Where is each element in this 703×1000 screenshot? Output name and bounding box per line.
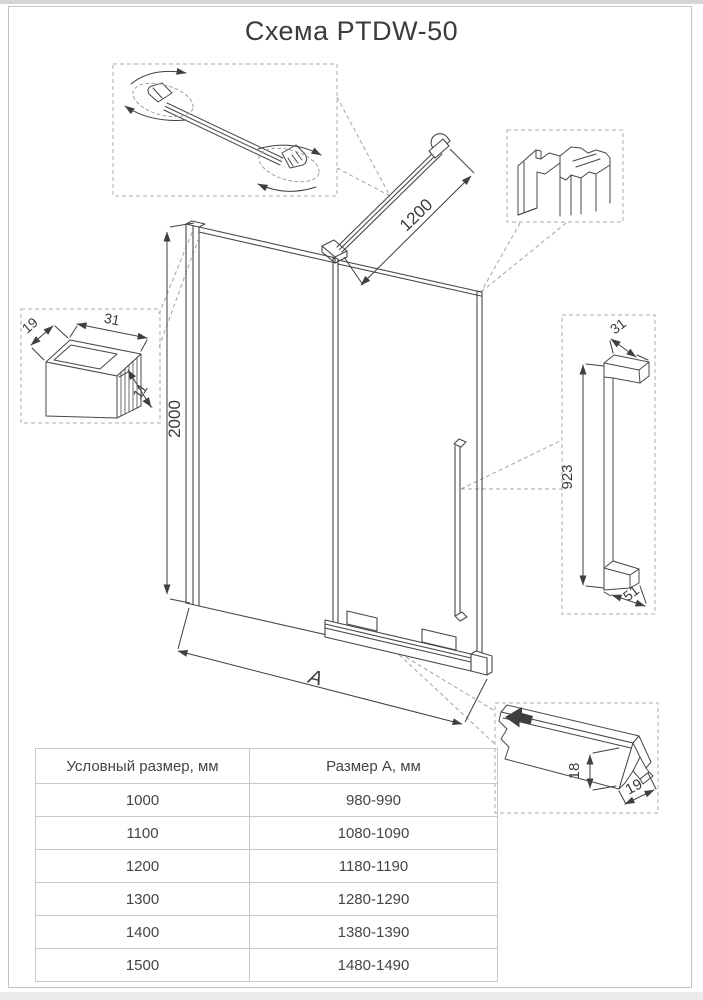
wall-profile (185, 220, 206, 607)
wall-profile-width-label: 31 (103, 310, 122, 329)
dim-bar-label: 1200 (396, 195, 436, 235)
wall-profile-detail-box (20, 308, 161, 424)
nominal-size-value: 1200 (35, 849, 250, 883)
table-row: 1200 1180-1190 (35, 849, 498, 883)
dim-height-label: 2000 (165, 400, 184, 438)
page-top-edge (0, 0, 703, 4)
size-a-value: 1480-1490 (249, 948, 498, 982)
support-bar-detail-box (112, 63, 338, 197)
handle-top-width-label: 31 (607, 315, 629, 337)
size-table: Условный размер, мм Размер А, мм 1000 98… (35, 748, 498, 982)
page-border-frame (8, 6, 692, 988)
table-row: 1400 1380-1390 (35, 915, 498, 949)
table-row: 1100 1080-1090 (35, 816, 498, 850)
door-handle (453, 438, 468, 622)
rail-dims (586, 747, 657, 805)
main-dimension-labels: 2000 1200 A (165, 195, 436, 690)
bottom-rail (324, 610, 493, 676)
size-a-value: 1180-1190 (249, 849, 498, 883)
wall-profile-depth-label: 19 (19, 314, 41, 336)
page-bottom-edge (0, 992, 703, 1000)
nominal-size-value: 1500 (35, 948, 250, 982)
main-dimensions (163, 148, 488, 726)
handle-detail: 31 923 51 (559, 315, 650, 607)
nominal-size-value: 1400 (35, 915, 250, 949)
fixed-glass-panel (198, 226, 339, 639)
table-header-nominal-size: Условный размер, мм (35, 748, 250, 784)
main-assembly-drawing (185, 133, 493, 676)
wall-profile-section-detail: 19 31 11 (19, 310, 153, 419)
table-row: 1000 980-990 (35, 783, 498, 817)
size-a-value: 1280-1290 (249, 882, 498, 916)
detail-leader-lines (158, 96, 567, 745)
bottom-rail-detail: 18 19 (498, 704, 657, 805)
dim-width-label: A (305, 666, 324, 691)
page-title: Схема PTDW-50 (244, 16, 459, 46)
nominal-size-value: 1100 (35, 816, 250, 850)
seal-profile-detail (517, 146, 611, 217)
support-bar (321, 133, 451, 264)
nominal-size-value: 1000 (35, 783, 250, 817)
handle-length-label: 923 (559, 464, 576, 489)
nominal-size-value: 1300 (35, 882, 250, 916)
support-bar-rotation-detail (124, 67, 322, 192)
table-row: 1500 1480-1490 (35, 948, 498, 982)
handle-dims (579, 338, 649, 607)
seal-profile-detail-box (506, 129, 624, 223)
rail-guide-block (346, 610, 378, 632)
rotation-arrows (124, 67, 322, 192)
size-a-value: 980-990 (249, 783, 498, 817)
rail-depth-label: 19 (623, 776, 646, 799)
size-a-value: 1380-1390 (249, 915, 498, 949)
table-row: 1300 1280-1290 (35, 882, 498, 916)
rail-height-label: 18 (566, 763, 583, 780)
table-header-size-a: Размер А, мм (249, 748, 498, 784)
table-header-row: Условный размер, мм Размер А, мм (35, 748, 498, 784)
wall-mount-collar (428, 138, 450, 159)
wall-profile-dims (30, 322, 153, 408)
size-a-value: 1080-1090 (249, 816, 498, 850)
slide-direction-arrow (505, 707, 533, 728)
